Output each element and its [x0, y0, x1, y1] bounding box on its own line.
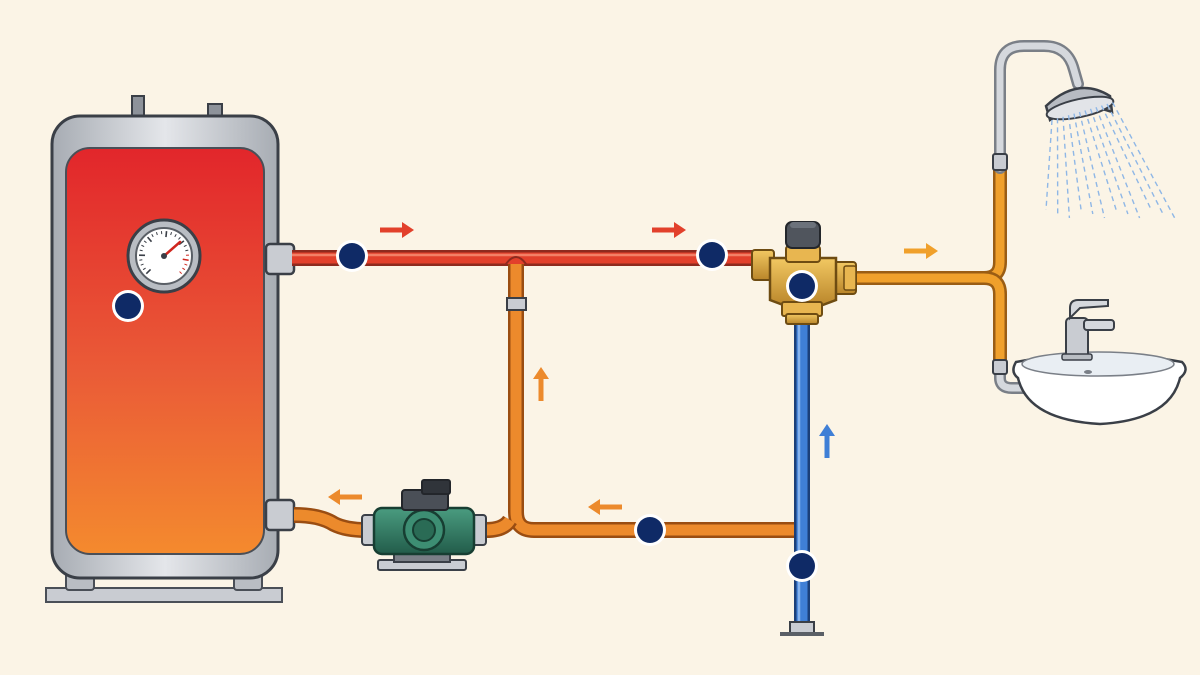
circulation-pump[interactable] [361, 479, 487, 571]
gauge-ticks [138, 231, 190, 275]
shower-spray [1045, 102, 1176, 219]
return-flow-arrow-up [533, 367, 549, 401]
flow-arrows [328, 222, 938, 515]
tank-water-body [65, 147, 265, 555]
shower-head[interactable] [992, 40, 1176, 219]
mixed-flow-arrow [904, 243, 938, 259]
hot-supply-pipe [292, 250, 756, 266]
marker-cold-inlet[interactable] [786, 550, 818, 582]
marker-return-line[interactable] [634, 514, 666, 546]
cold-flow-arrow [819, 424, 835, 458]
marker-hot-to-valve[interactable] [696, 239, 728, 271]
cold-inlet-pipe [780, 320, 824, 636]
tank-return-inlet-fitting [264, 498, 296, 532]
water-heater-tank [45, 95, 296, 603]
washbasin-faucet[interactable] [1061, 299, 1115, 361]
hot-flow-arrow-1 [380, 222, 414, 238]
tank-base-plate [45, 587, 283, 603]
gauge-needle [162, 240, 182, 258]
thermometer-gauge [126, 218, 202, 294]
diagram-markers [112, 239, 818, 582]
mixed-outlet-pipe [856, 168, 1007, 366]
hot-flow-arrow-2 [652, 222, 686, 238]
marker-hot-outlet[interactable] [336, 240, 368, 272]
return-flow-arrow-left [588, 499, 622, 515]
return-tee-fitting [506, 297, 527, 311]
pump-outlet-arrow [328, 489, 362, 505]
marker-tank-gauge[interactable] [112, 290, 144, 322]
recirculation-return-pipe [293, 256, 800, 538]
marker-mixing-valve[interactable] [786, 270, 818, 302]
tank-hot-outlet-fitting [264, 242, 296, 276]
washbasin[interactable] [992, 299, 1187, 426]
